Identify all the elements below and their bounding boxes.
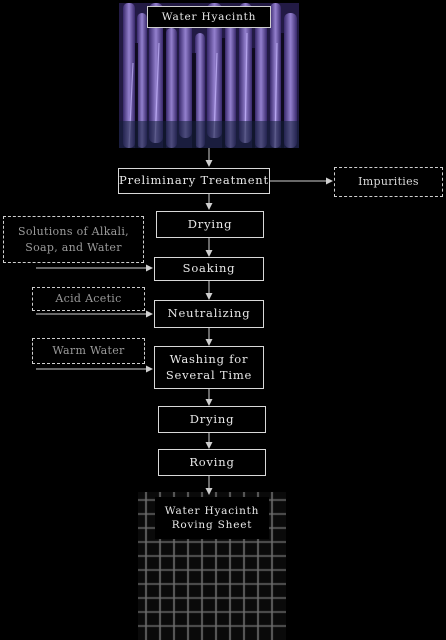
input-warm-water-text: Warm Water xyxy=(52,344,125,358)
step-neutralizing: Neutralizing xyxy=(154,300,264,328)
step-drying-2: Drying xyxy=(158,406,266,433)
top-image-label: Water Hyacinth xyxy=(147,6,271,28)
bottom-image-label-line1: Water Hyacinth xyxy=(164,504,260,517)
step-drying-1-text: Drying xyxy=(187,216,233,231)
step-preliminary-treatment: Preliminary Treatment xyxy=(118,168,270,194)
bottom-image-label-line2: Roving Sheet xyxy=(171,519,253,531)
step-soaking: Soaking xyxy=(154,257,264,281)
step-washing-line2: Several Time xyxy=(165,367,253,382)
input-solutions: Solutions of Alkali, Soap, and Water xyxy=(3,216,144,263)
step-drying-2-text: Drying xyxy=(189,411,235,426)
input-acid-acetic-text: Acid Acetic xyxy=(55,292,122,306)
input-acid-acetic: Acid Acetic xyxy=(32,287,145,311)
input-solutions-line1: Solutions of Alkali, xyxy=(18,225,129,239)
step-preliminary-treatment-text: Preliminary Treatment xyxy=(119,173,269,188)
input-solutions-line2: Soap, and Water xyxy=(25,240,122,254)
input-warm-water: Warm Water xyxy=(32,338,145,364)
step-roving: Roving xyxy=(158,449,266,476)
step-roving-text: Roving xyxy=(189,454,235,469)
bottom-image-label: Water Hyacinth Roving Sheet xyxy=(155,497,269,539)
output-impurities-text: Impurities xyxy=(358,175,419,189)
step-soaking-text: Soaking xyxy=(182,261,236,276)
step-washing-line1: Washing for xyxy=(169,351,249,366)
step-neutralizing-text: Neutralizing xyxy=(167,306,251,321)
step-drying-1: Drying xyxy=(156,211,264,238)
step-washing: Washing for Several Time xyxy=(154,346,264,389)
top-image-label-text: Water Hyacinth xyxy=(161,10,257,23)
output-impurities: Impurities xyxy=(334,167,443,197)
